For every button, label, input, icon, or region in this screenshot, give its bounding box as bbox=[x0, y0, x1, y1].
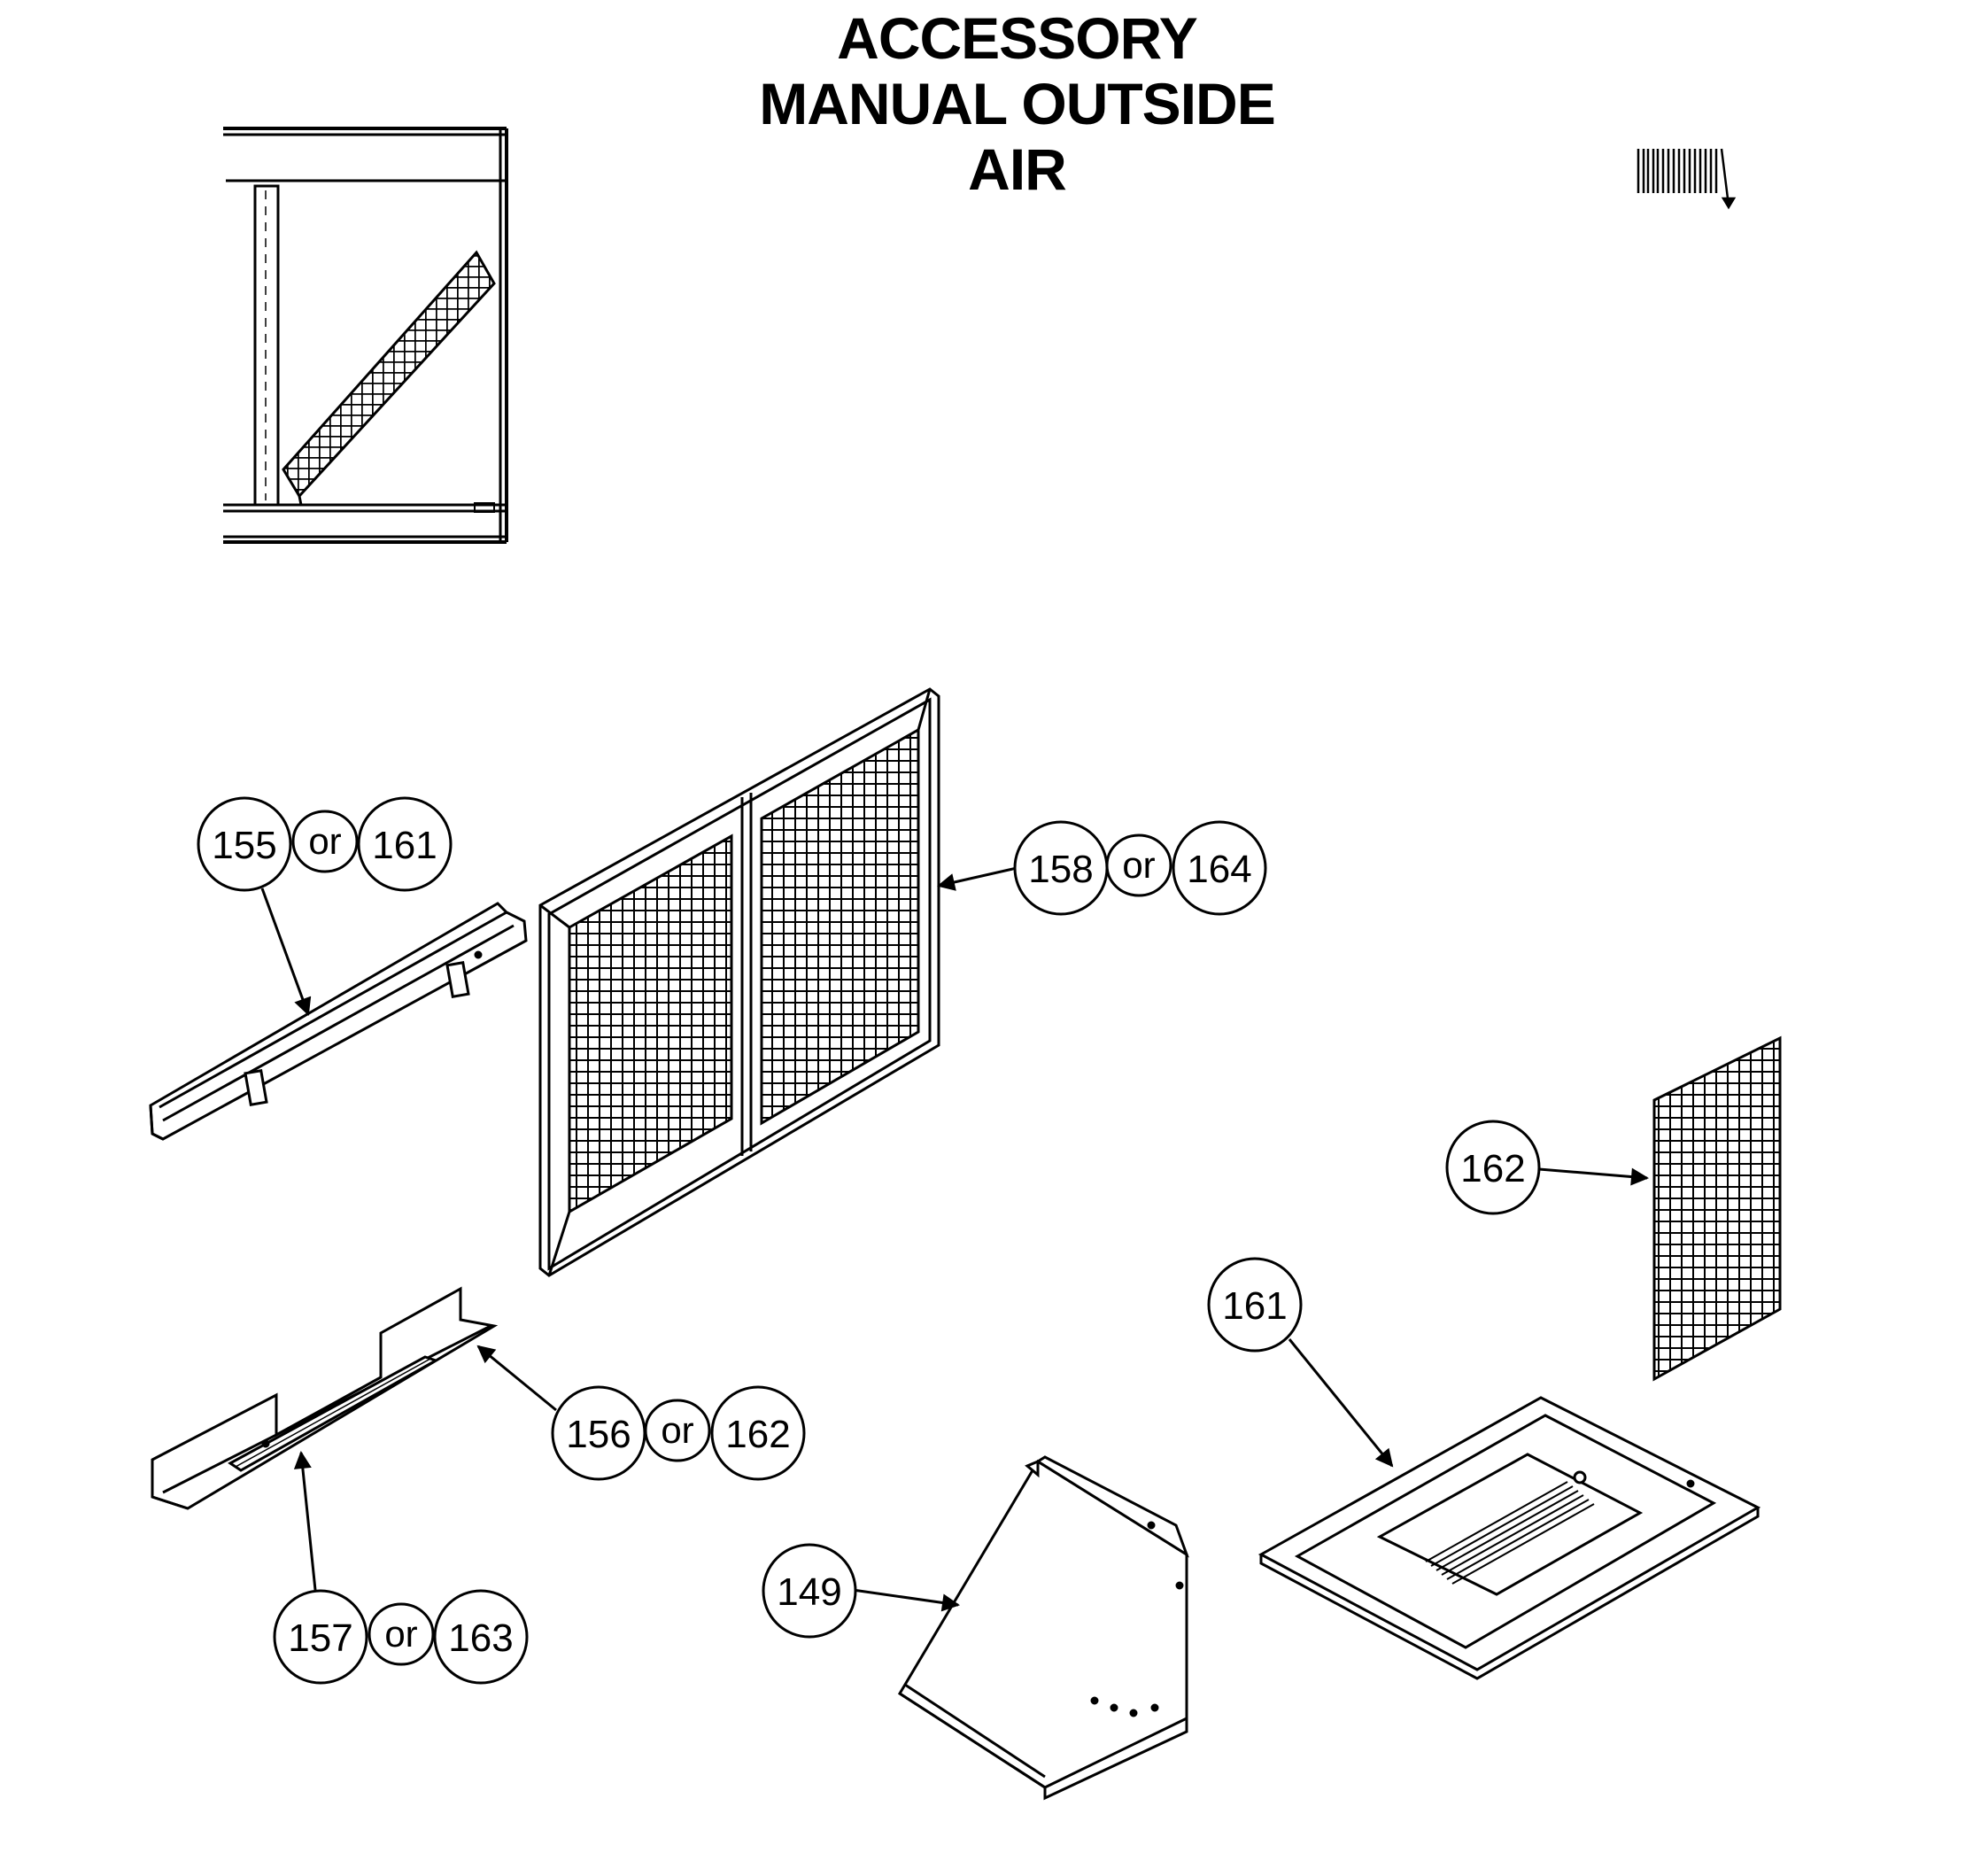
page-title: ACCESSORY MANUAL OUTSIDE AIR bbox=[0, 5, 1981, 202]
callout-158-or-164: 158 or 164 bbox=[1013, 820, 1267, 916]
bottom-rail-part bbox=[151, 1286, 499, 1510]
callout-157-or-163: 157 or 163 bbox=[273, 1589, 529, 1685]
callout-149: 149 bbox=[762, 1543, 857, 1639]
filter-frame-double bbox=[538, 687, 940, 1277]
title-line-2: MANUAL OUTSIDE bbox=[759, 71, 1275, 136]
callout-162-rail: 162 bbox=[725, 1413, 790, 1456]
callout-164: 164 bbox=[1187, 848, 1251, 891]
top-rail-part bbox=[149, 902, 528, 1141]
single-filter-part bbox=[1652, 1035, 1782, 1382]
callout-155: 155 bbox=[212, 824, 276, 867]
callout-158: 158 bbox=[1028, 848, 1093, 891]
cabinet-inset-drawing bbox=[223, 127, 508, 544]
title-line-1: ACCESSORY bbox=[837, 5, 1198, 71]
callout-156-or-162: 156 or 162 bbox=[551, 1385, 806, 1481]
or-label: or bbox=[1122, 844, 1155, 886]
title-line-3: AIR bbox=[968, 136, 1067, 202]
callout-157: 157 bbox=[288, 1616, 352, 1660]
barcode-mark bbox=[1637, 148, 1737, 210]
callout-163: 163 bbox=[448, 1616, 513, 1660]
access-panel-part bbox=[1257, 1396, 1761, 1680]
callout-149-label: 149 bbox=[777, 1570, 841, 1614]
callout-161-top: 161 bbox=[372, 824, 437, 867]
callout-161-panel: 161 bbox=[1222, 1284, 1287, 1328]
callout-162-filter: 162 bbox=[1460, 1147, 1525, 1190]
callout-162-single: 162 bbox=[1445, 1120, 1541, 1215]
or-label: or bbox=[661, 1409, 693, 1451]
callout-156: 156 bbox=[566, 1413, 631, 1456]
leader-lines bbox=[260, 866, 1649, 1612]
or-label: or bbox=[384, 1613, 417, 1655]
outside-air-hood-part bbox=[897, 1455, 1189, 1801]
or-label: or bbox=[308, 820, 341, 862]
callout-161-single: 161 bbox=[1207, 1257, 1303, 1353]
callout-155-or-161: 155 or 161 bbox=[197, 796, 453, 892]
